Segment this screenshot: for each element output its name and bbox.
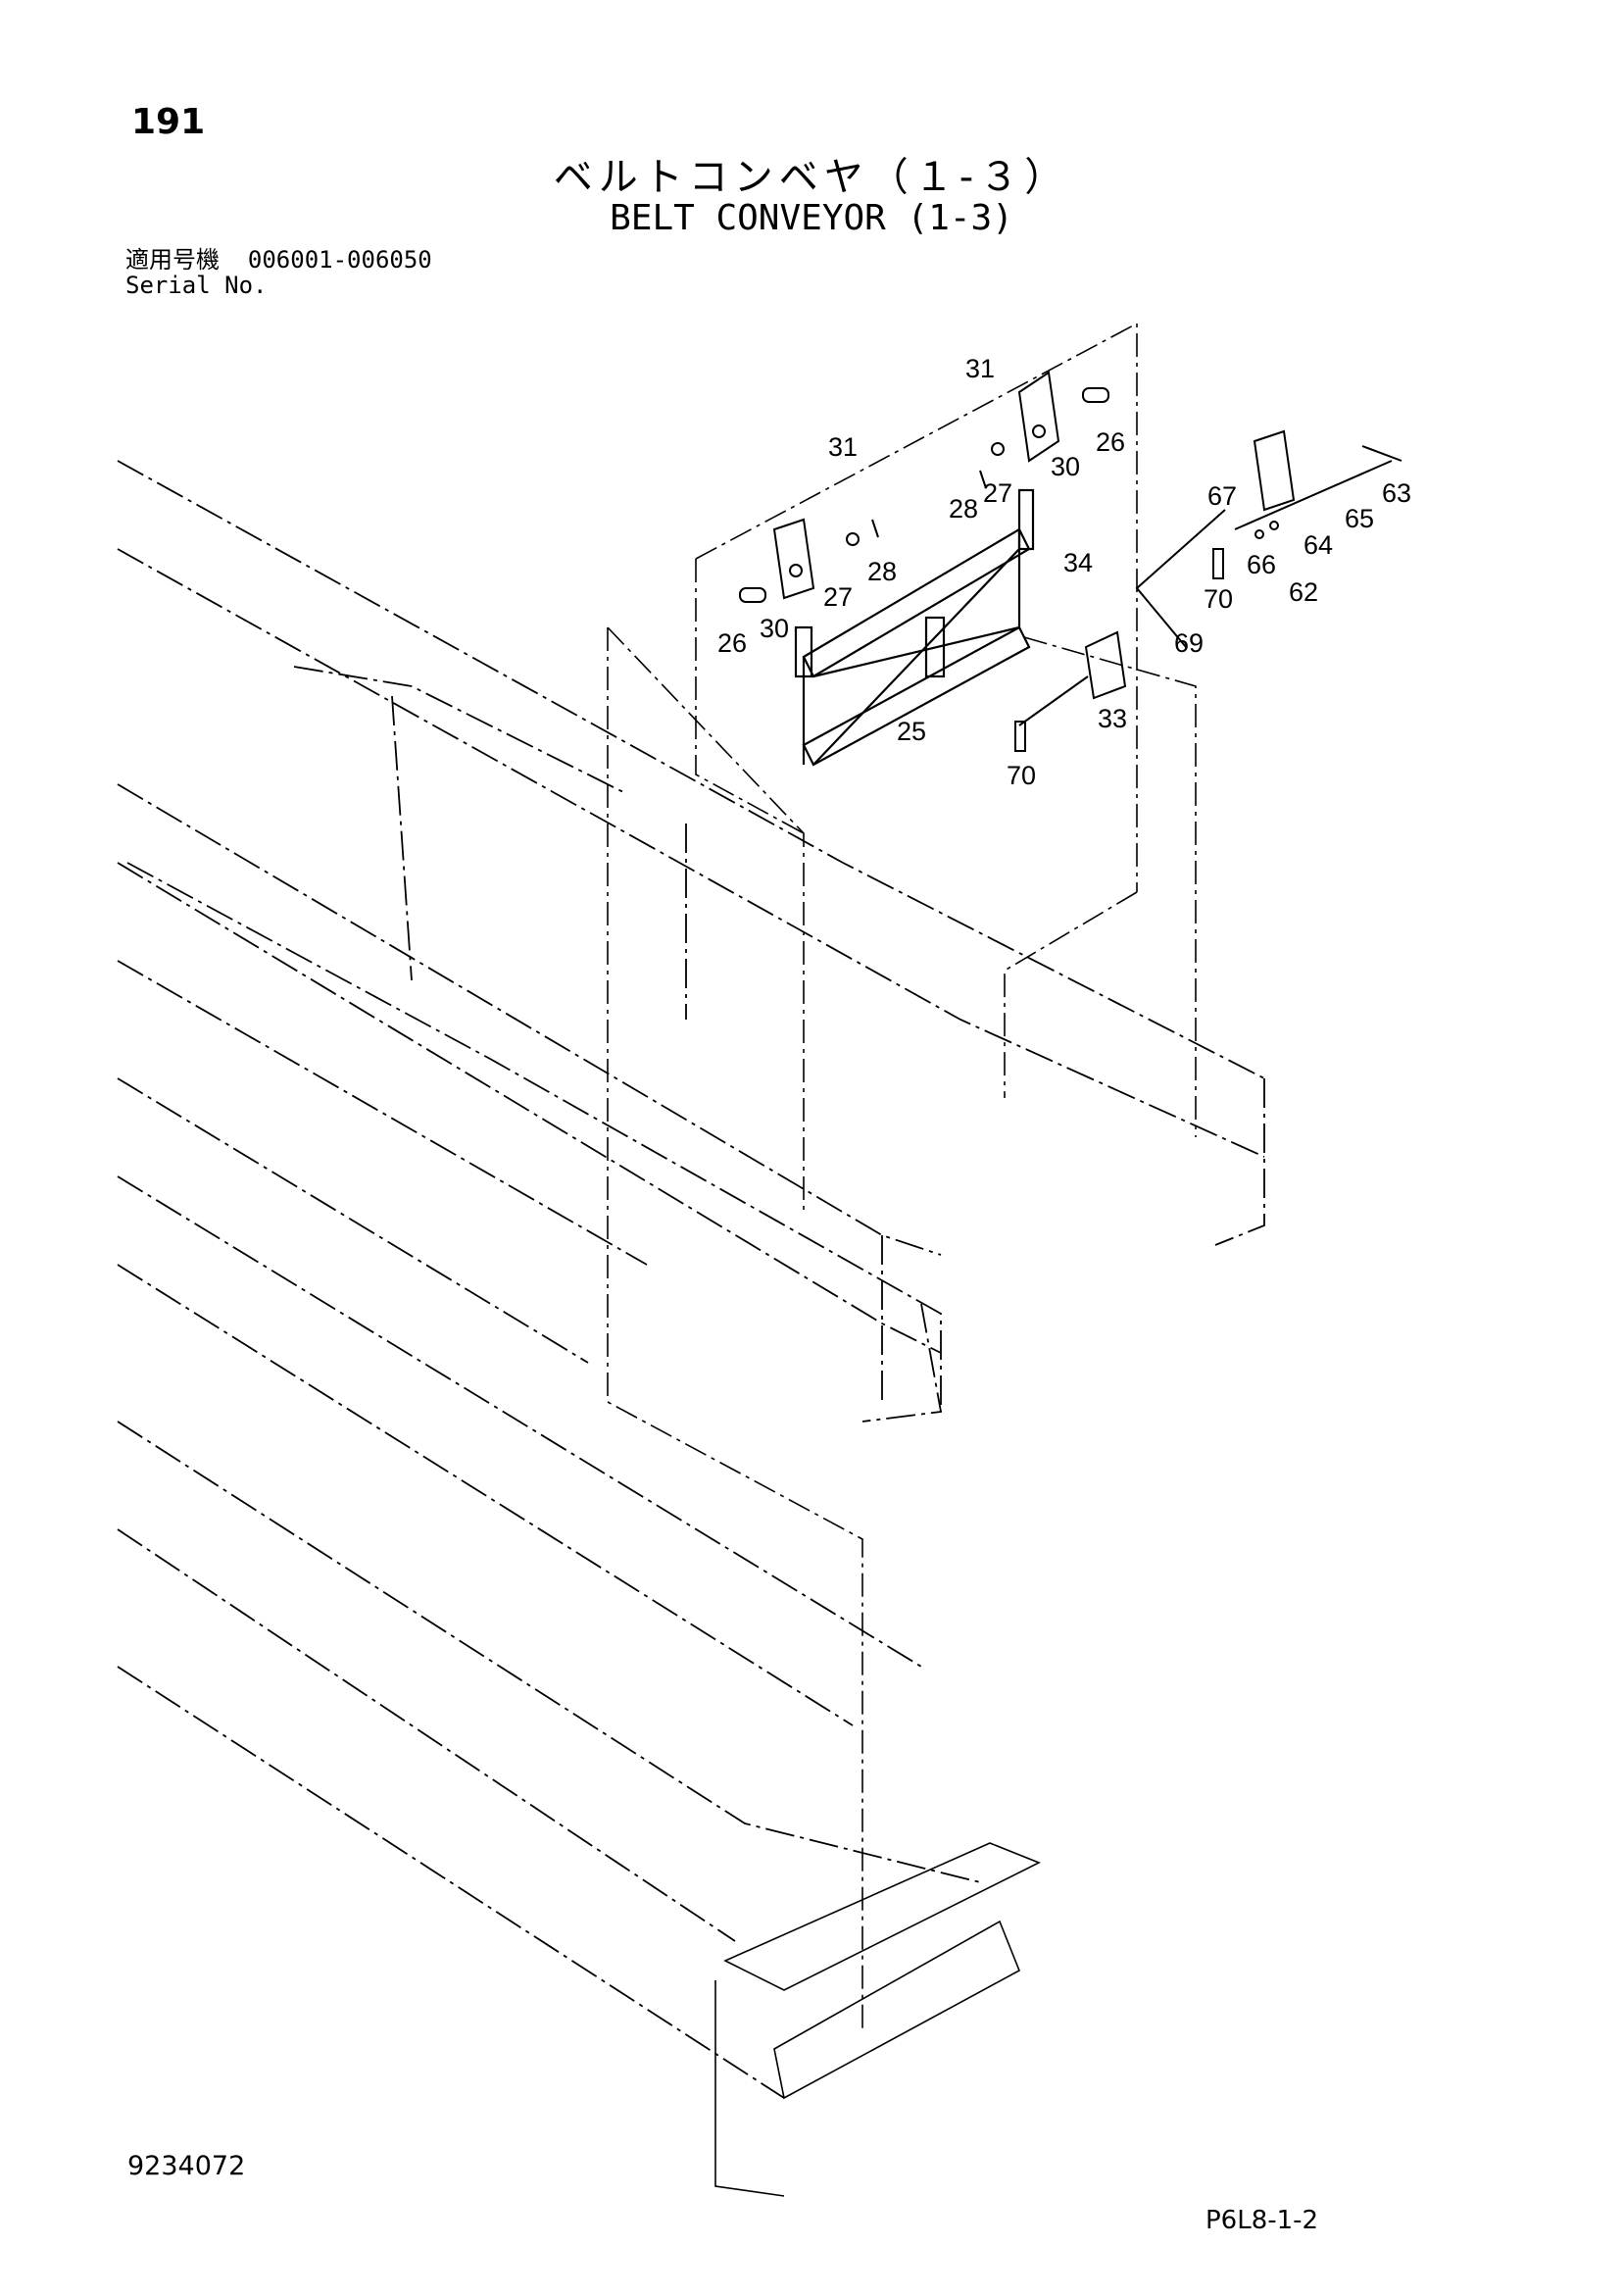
serial-number-block: 適用号機 006001-006050 Serial No. — [125, 247, 432, 298]
bracket-frame-25 — [794, 488, 1035, 767]
callout-65: 65 — [1345, 504, 1374, 533]
callout-26: 26 — [717, 628, 747, 658]
callout-28: 28 — [867, 557, 897, 586]
callout-30: 30 — [760, 614, 789, 643]
conveyor-end-mesh — [714, 1842, 1041, 2197]
plate-33-and-cable-69 — [1014, 509, 1226, 752]
callout-34: 34 — [1063, 548, 1093, 577]
callout-31: 31 — [828, 432, 858, 462]
drawing-number: 9234072 — [127, 2151, 246, 2181]
callout-30: 30 — [1051, 452, 1080, 481]
page-title-japanese: ベルトコンベヤ（１-３） — [553, 155, 1070, 200]
callout-26: 26 — [1096, 427, 1125, 457]
conveyor-frame-phantom — [117, 460, 1265, 2099]
serial-label-japanese: 適用号機 — [125, 246, 220, 274]
page-code: P6L8-1-2 — [1205, 2206, 1319, 2235]
callout-25: 25 — [897, 717, 926, 746]
callout-62: 62 — [1289, 577, 1318, 607]
callout-69: 69 — [1174, 628, 1204, 658]
serial-label-english: Serial No. — [125, 272, 268, 299]
callout-63: 63 — [1382, 478, 1411, 508]
page-number: 191 — [131, 102, 206, 142]
callout-33: 33 — [1098, 704, 1127, 733]
callout-70: 70 — [1204, 584, 1233, 614]
callout-66: 66 — [1247, 550, 1276, 579]
serial-range: 006001-006050 — [247, 246, 432, 274]
callout-31: 31 — [965, 354, 995, 383]
plate-62-and-handle-63 — [1234, 429, 1402, 539]
callout-28: 28 — [949, 494, 978, 524]
plate-30-upper — [979, 371, 1109, 489]
callout-67: 67 — [1207, 481, 1237, 511]
assembly-guide-lines — [607, 322, 1197, 2029]
callout-27: 27 — [983, 478, 1012, 508]
callout-labels: 31 26 27 30 28 31 28 27 30 26 25 34 33 7… — [717, 354, 1411, 790]
callout-27: 27 — [823, 582, 853, 612]
callout-64: 64 — [1303, 530, 1333, 560]
page-title-english: BELT CONVEYOR (1-3) — [610, 198, 1013, 238]
callout-70: 70 — [1007, 761, 1036, 790]
plate-30-lower — [739, 518, 879, 603]
